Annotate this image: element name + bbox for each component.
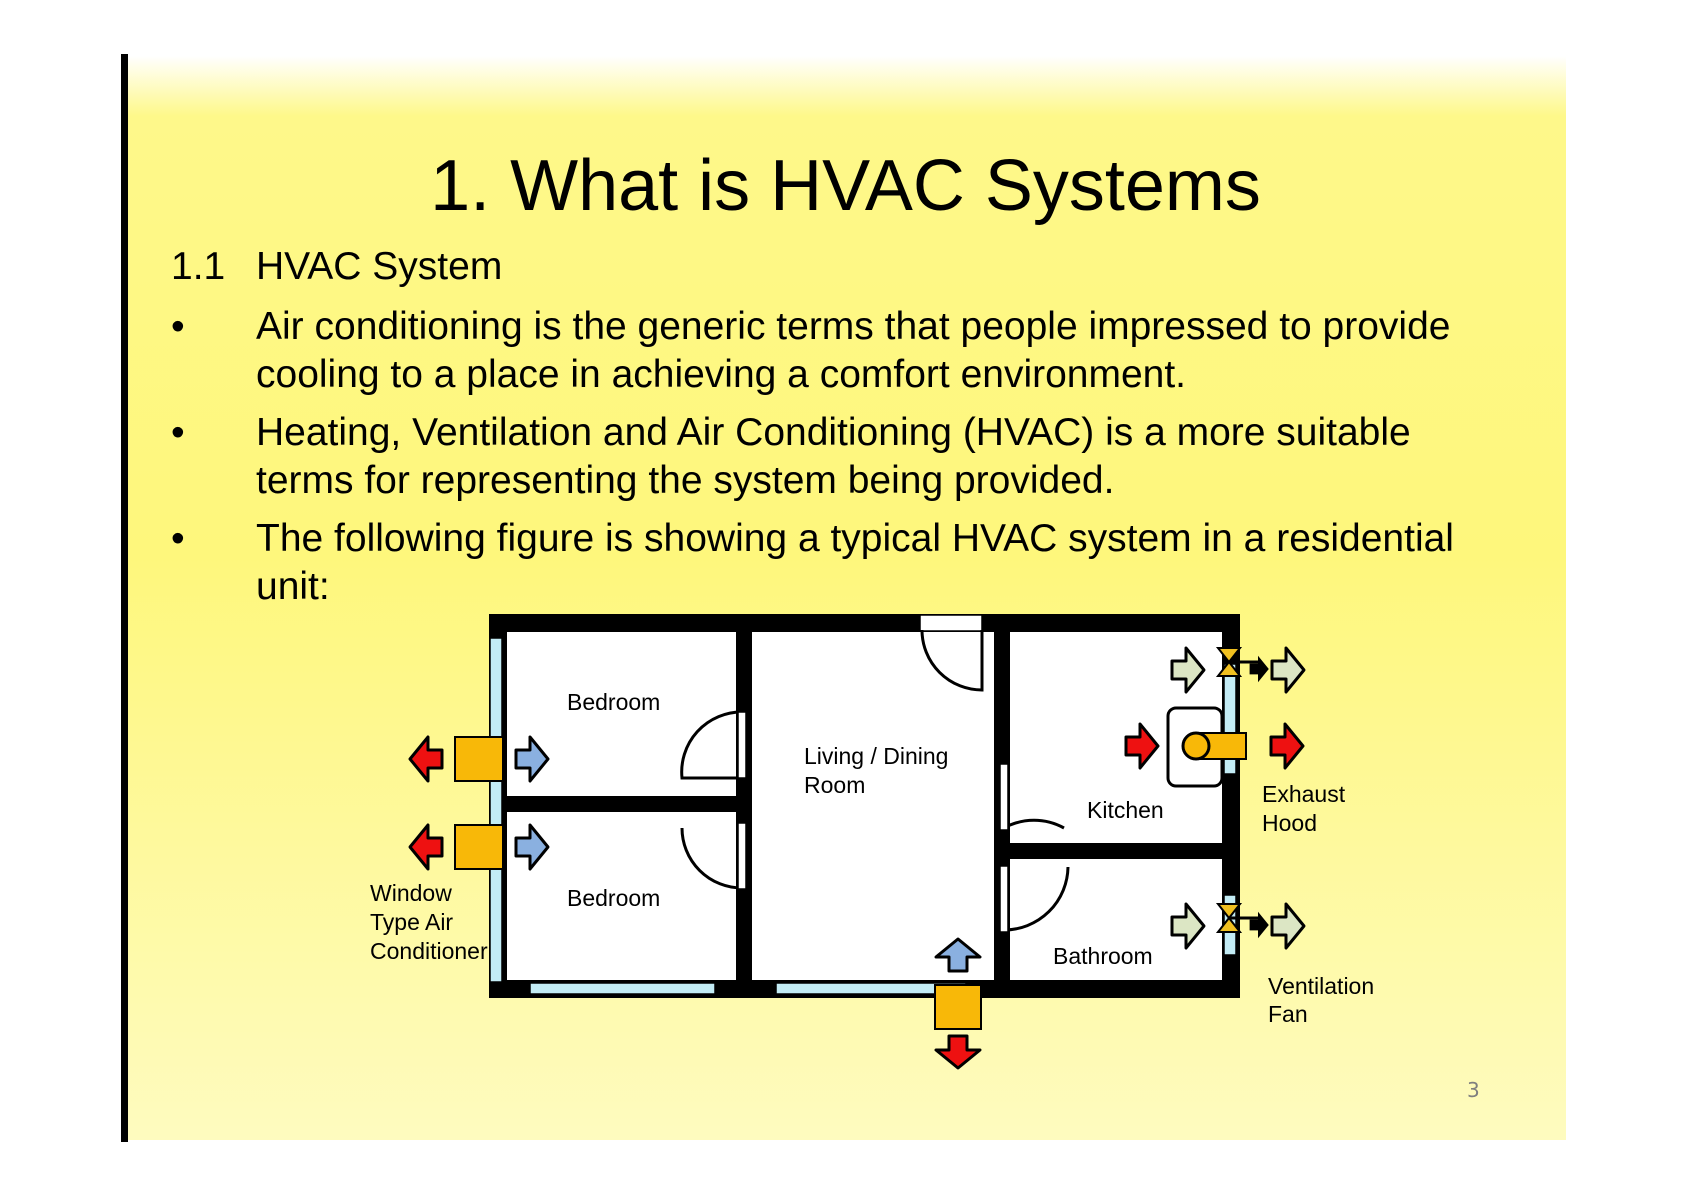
bullet-line: Heating, Ventilation and Air Conditionin…	[256, 411, 1411, 454]
ventilation-fan-label: Ventilation	[1268, 973, 1374, 999]
room-label-living-dining-2: Room	[804, 772, 865, 798]
bullet-line: unit:	[256, 565, 330, 608]
exhaust-air-arrow	[1270, 902, 1306, 950]
room-label-bathroom: Bathroom	[1053, 943, 1153, 969]
page-number: 3	[1467, 1078, 1480, 1102]
ventilation-fan	[1170, 646, 1306, 694]
bullet-text: Heating, Ventilation and Air Conditionin…	[256, 409, 1684, 505]
cooker-hood	[1124, 706, 1305, 788]
door-swing-icon	[680, 629, 1070, 932]
bullet-marker: •	[171, 411, 185, 454]
bullet-marker: •	[171, 517, 185, 560]
section-heading: 1.1 HVAC System	[171, 247, 502, 286]
exhaust-air-arrow	[1270, 646, 1306, 694]
ventilation-fan	[1170, 902, 1306, 950]
hot-air-arrow	[408, 735, 444, 871]
exhaust-hood-label: Exhaust	[1262, 781, 1346, 807]
section-number: 1.1	[171, 245, 226, 288]
bullet-line: cooling to a place in achieving a comfor…	[256, 353, 1187, 396]
bullet-line: The following figure is showing a typica…	[256, 517, 1454, 560]
ventilation-fan-label: Fan	[1268, 1001, 1308, 1027]
bullet-text: Air conditioning is the generic terms th…	[256, 303, 1684, 399]
bullet-text: The following figure is showing a typica…	[256, 515, 1684, 611]
window-ac-label: Type Air	[370, 909, 453, 935]
room-label-bedroom: Bedroom	[567, 885, 660, 911]
room-label-kitchen: Kitchen	[1087, 797, 1164, 823]
exhaust-hood-label: Hood	[1262, 810, 1317, 836]
bullet-marker: •	[171, 305, 185, 348]
door-jambs	[737, 711, 1009, 933]
bullet-line: terms for representing the system being …	[256, 459, 1115, 502]
slide-title: 1. What is HVAC Systems	[430, 146, 1261, 226]
hot-air-arrow	[1269, 722, 1305, 770]
window-ac-unit	[454, 736, 504, 870]
window-ac-label: Window	[370, 880, 452, 906]
entrance-door-opening	[919, 614, 983, 632]
bullet-line: Air conditioning is the generic terms th…	[256, 305, 1451, 348]
window-ac-label: Conditioner	[370, 938, 488, 964]
room-label-living-dining: Living / Dining	[804, 743, 948, 769]
hot-air-arrow	[934, 1034, 982, 1070]
living-room-ac-unit	[934, 937, 982, 1070]
room-label-bedroom: Bedroom	[567, 689, 660, 715]
slide-left-border	[121, 54, 128, 1142]
section-title: HVAC System	[256, 245, 503, 288]
